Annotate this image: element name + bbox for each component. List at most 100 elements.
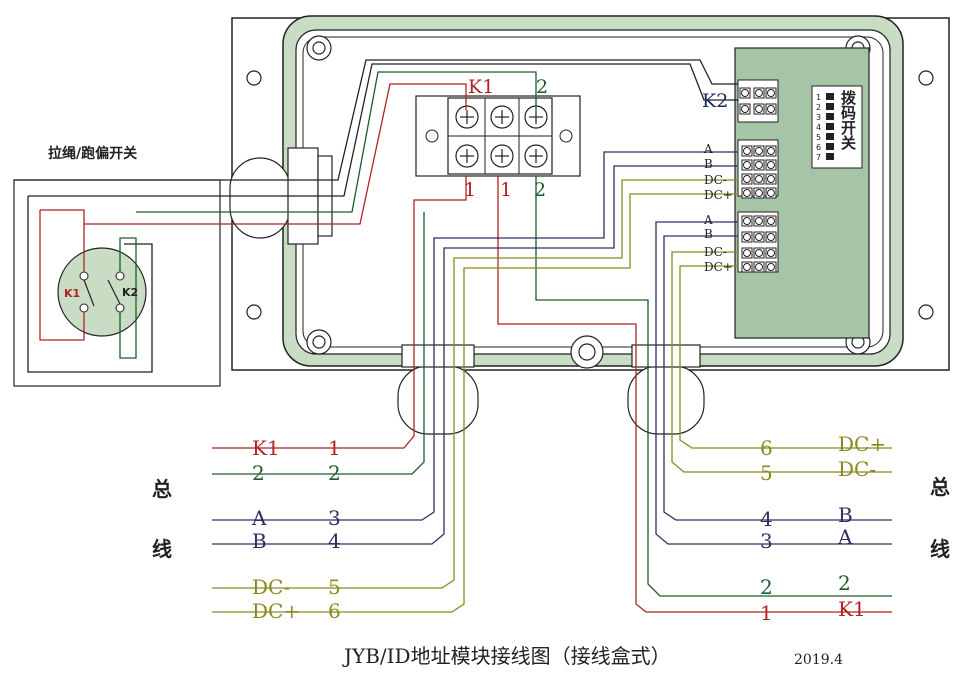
terminal-bottom-1a: 1 bbox=[464, 179, 476, 201]
left-bus-signal: K1 bbox=[252, 436, 280, 460]
pcb-terminal-screw-icon bbox=[741, 231, 753, 243]
pcb-terminal-screw-icon bbox=[741, 215, 753, 227]
wires bbox=[14, 59, 892, 613]
pcb-group2-label: DC+ bbox=[704, 260, 733, 274]
screw-icon bbox=[524, 105, 548, 129]
terminal-top-k1: K1 bbox=[468, 76, 494, 98]
pcb-terminal-screw-icon bbox=[765, 173, 777, 185]
left-bus-signal: DC+ bbox=[252, 599, 300, 623]
pcb-group1-label: B bbox=[704, 157, 713, 171]
pull-rope-switch bbox=[13, 179, 221, 387]
dip-number: 1 bbox=[816, 93, 821, 102]
right-bus-number: 6 bbox=[760, 436, 773, 460]
terminal-block bbox=[415, 95, 581, 177]
right-bus-signal: K1 bbox=[838, 597, 866, 621]
pcb-terminal-screw-icon bbox=[753, 247, 765, 259]
left-bus-number: 1 bbox=[328, 436, 341, 460]
right-bus-number: 4 bbox=[760, 507, 773, 531]
pcb-terminal-screw-icon bbox=[765, 145, 777, 157]
terminal-bottom-2: 2 bbox=[534, 179, 546, 201]
left-bus-signal: 2 bbox=[252, 461, 265, 485]
bus-right-char-1: 总 bbox=[930, 475, 950, 499]
right-bus-number: 2 bbox=[760, 575, 773, 599]
pcb-terminal-screw-icon bbox=[753, 87, 765, 99]
pcb-k2-label: K2 bbox=[702, 90, 728, 112]
left-bus-number: 6 bbox=[328, 599, 341, 623]
dip-switch-icon bbox=[826, 93, 834, 100]
dip-switch-icon bbox=[826, 143, 834, 150]
pcb-terminal-screw-icon bbox=[765, 187, 777, 199]
screw-icon bbox=[455, 105, 479, 129]
pcb-group2-label: DC- bbox=[704, 245, 727, 259]
pcb-terminal-screw-icon bbox=[753, 187, 765, 199]
pcb-terminal-screw-icon bbox=[741, 145, 753, 157]
pcb-terminal-screw-icon bbox=[765, 103, 777, 115]
pcb-terminals bbox=[739, 87, 777, 273]
pcb-terminal-screw-icon bbox=[765, 261, 777, 273]
pcb-terminal-screw-icon bbox=[739, 87, 751, 99]
right-bus-number: 3 bbox=[760, 529, 773, 553]
pcb-terminal-screw-icon bbox=[753, 103, 765, 115]
dip-number: 3 bbox=[816, 113, 821, 122]
pcb-group1-label: DC+ bbox=[704, 188, 733, 202]
pcb-group2-label: B bbox=[704, 227, 713, 241]
dip-number: 7 bbox=[816, 153, 821, 162]
pcb-group1-label: DC- bbox=[704, 173, 727, 187]
left-bus-number: 3 bbox=[328, 506, 341, 530]
pcb-terminal-screw-icon bbox=[765, 231, 777, 243]
bottom-cable-glands bbox=[397, 344, 705, 435]
pcb-terminal-screw-icon bbox=[753, 215, 765, 227]
left-bus-signal: DC- bbox=[252, 575, 290, 599]
right-bus-number: 1 bbox=[760, 601, 773, 625]
dip-switch-icon bbox=[826, 123, 834, 130]
left-bus-number: 2 bbox=[328, 461, 341, 485]
dip-label: 拨码开关 bbox=[839, 89, 857, 151]
pcb-terminal-screw-icon bbox=[741, 247, 753, 259]
dip-number: 5 bbox=[816, 133, 821, 142]
pcb-terminal-screw-icon bbox=[741, 159, 753, 171]
dip-switch-icon bbox=[826, 113, 834, 120]
terminal-screws bbox=[455, 105, 548, 168]
dip-switch-icon bbox=[826, 103, 834, 110]
left-bus-number: 4 bbox=[328, 529, 341, 553]
left-bus-number: 5 bbox=[328, 575, 341, 599]
diagram-date: 2019.4 bbox=[794, 652, 843, 668]
terminal-bottom-1b: 1 bbox=[500, 179, 512, 201]
dip-switch-icon bbox=[826, 153, 834, 160]
pcb-terminal-screw-icon bbox=[753, 261, 765, 273]
left-bus-signal: A bbox=[251, 506, 267, 530]
pcb-group2-label: A bbox=[703, 213, 713, 227]
bus-left-char-2: 线 bbox=[152, 537, 172, 561]
right-bus-signal: 2 bbox=[838, 571, 851, 595]
pcb-terminal-screw-icon bbox=[739, 103, 751, 115]
pcb-terminal-screw-icon bbox=[753, 231, 765, 243]
pcb-terminal-screw-icon bbox=[741, 187, 753, 199]
pcb-terminal-screw-icon bbox=[753, 173, 765, 185]
dip-number: 6 bbox=[816, 143, 821, 152]
right-bus-signal: B bbox=[838, 503, 853, 527]
dip-number: 2 bbox=[816, 103, 821, 112]
diagram-title: JYB/ID地址模块接线图（接线盒式） bbox=[342, 644, 671, 668]
screw-icon bbox=[455, 144, 479, 168]
pcb-terminal-screw-icon bbox=[741, 261, 753, 273]
right-bus-signal: DC- bbox=[838, 457, 876, 481]
screw-icon bbox=[524, 144, 548, 168]
bus-right-char-2: 线 bbox=[930, 537, 950, 561]
right-bus-number: 5 bbox=[760, 461, 773, 485]
screw-icon bbox=[490, 144, 514, 168]
pcb-terminal-screw-icon bbox=[765, 247, 777, 259]
terminal-top-2: 2 bbox=[536, 76, 548, 98]
pcb-terminal-screw-icon bbox=[765, 159, 777, 171]
right-bus-signal: DC+ bbox=[838, 432, 886, 456]
pcb-terminal-screw-icon bbox=[753, 145, 765, 157]
dip-switch-icon bbox=[826, 133, 834, 140]
bus-left-char-1: 总 bbox=[152, 477, 172, 501]
switch-label: 拉绳/跑偏开关 bbox=[48, 145, 137, 162]
contact-k2: K2 bbox=[122, 286, 138, 299]
screw-icon bbox=[490, 105, 514, 129]
